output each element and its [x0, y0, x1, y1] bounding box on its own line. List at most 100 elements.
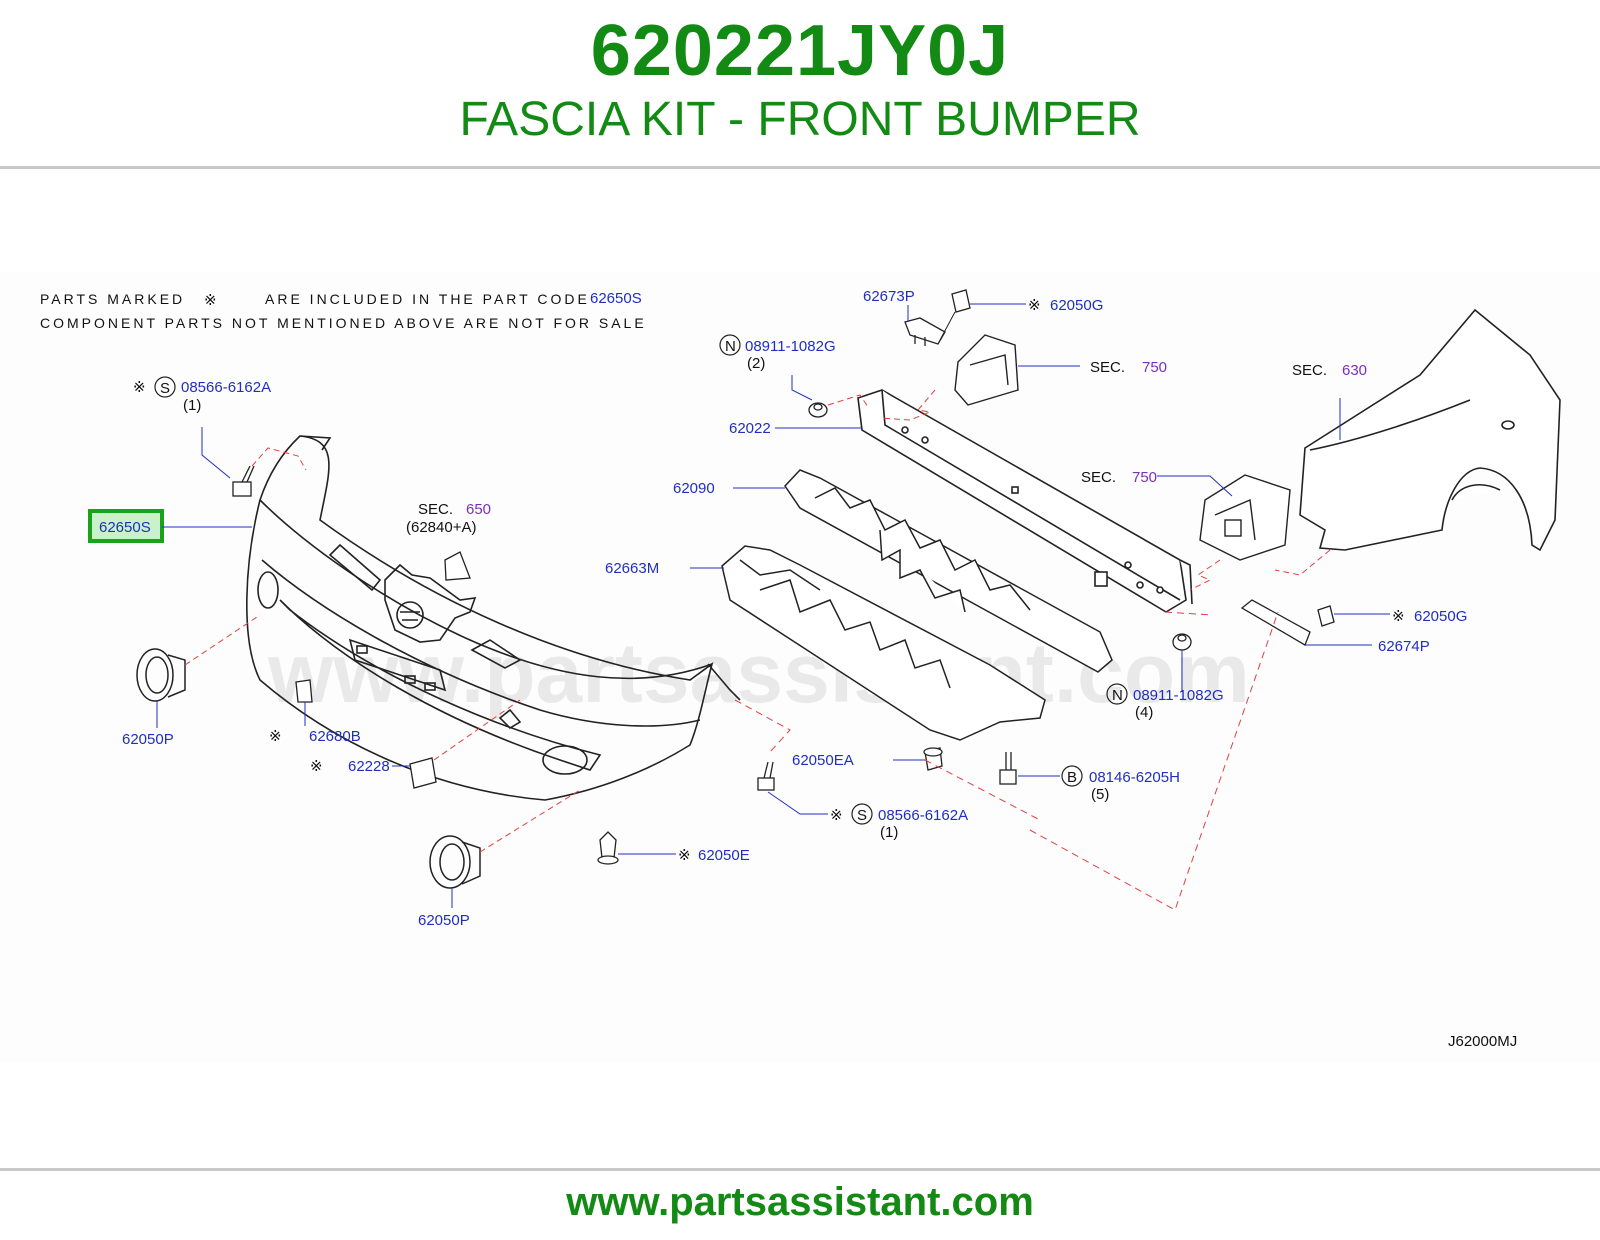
kit-mark-icon: ※ — [269, 728, 282, 745]
fog-lamp-ring-icon — [136, 648, 186, 702]
part-number-title: 620221JY0J — [590, 11, 1010, 91]
note-code-link[interactable]: 62650S — [590, 290, 642, 307]
side-bracket-drawing — [1199, 474, 1291, 561]
note-line2: COMPONENT PARTS NOT MENTIONED ABOVE ARE … — [40, 315, 647, 331]
parts-diagram: www.partsassistant.com PARTS MARKED ※ AR… — [40, 288, 1561, 1050]
part-label-62228[interactable]: 62228 — [348, 758, 390, 775]
kit-mark-icon: ※ — [133, 379, 146, 396]
n-symbol-text: N — [1112, 687, 1123, 704]
part-label-62674P[interactable]: 62674P — [1378, 638, 1430, 655]
part-label-08911-top[interactable]: 08911-1082G — [745, 338, 836, 355]
sec-630-label: SEC. — [1292, 362, 1327, 379]
note-line1-a: PARTS MARKED — [40, 291, 185, 307]
highlight-box-62650S[interactable] — [88, 509, 164, 543]
s-symbol-text: S — [857, 807, 867, 824]
dashed-leader — [251, 447, 307, 471]
bracket-icon — [444, 551, 471, 581]
dashed-leader — [1274, 549, 1331, 576]
dashed-leader — [734, 699, 791, 753]
part-label-62050G-top[interactable]: 62050G — [1050, 297, 1103, 314]
clip-icon — [1317, 605, 1335, 627]
dashed-leader — [924, 759, 1041, 821]
sec-750-b-number[interactable]: 750 — [1132, 469, 1157, 486]
part-label-62050E[interactable]: 62050E — [698, 847, 750, 864]
diagram-panel: www.partsassistant.com PARTS MARKED ※ AR… — [0, 272, 1600, 1062]
part-label-62650S[interactable]: 62650S — [99, 519, 151, 536]
dashed-leader — [184, 614, 261, 666]
sec-750-a-label: SEC. — [1090, 359, 1125, 376]
part-description-subtitle: FASCIA KIT - FRONT BUMPER — [459, 93, 1141, 146]
push-clip-icon — [597, 831, 619, 865]
footer-website-link[interactable]: www.partsassistant.com — [566, 1180, 1034, 1224]
qty-08911-bottom: (4) — [1135, 704, 1153, 721]
dashed-leader — [1164, 611, 1213, 616]
kit-mark-icon: ※ — [830, 807, 843, 824]
b-symbol-icon — [1061, 765, 1083, 787]
sec-750-b-label: SEC. — [1081, 469, 1116, 486]
nut-icon — [808, 402, 828, 418]
part-label-62673P[interactable]: 62673P — [863, 288, 915, 305]
part-label-62663M[interactable]: 62663M — [605, 560, 659, 577]
diagram-code: J62000MJ — [1448, 1033, 1517, 1050]
s-symbol-icon — [154, 376, 176, 398]
dashed-leader — [479, 789, 581, 853]
front-fender-drawing — [1299, 308, 1561, 552]
bumper-fascia-drawing — [246, 435, 741, 801]
qty-08146: (5) — [1091, 786, 1109, 803]
kit-mark-icon: ※ — [1392, 608, 1405, 625]
bumper-reinforcement-beam-drawing — [857, 389, 1193, 613]
n-symbol-icon — [1106, 683, 1128, 705]
sec-650-label: SEC. — [418, 501, 453, 518]
note-line1-b: ARE INCLUDED IN THE PART CODE — [265, 291, 590, 307]
part-label-62050P-bottom[interactable]: 62050P — [418, 912, 470, 929]
part-label-62050G-right[interactable]: 62050G — [1414, 608, 1467, 625]
bolt-icon — [999, 752, 1017, 785]
kit-mark-icon: ※ — [204, 292, 217, 309]
page-header: 620221JY0J FASCIA KIT - FRONT BUMPER — [0, 0, 1600, 168]
push-clip-icon — [923, 747, 943, 771]
side-retainer-icon — [1240, 599, 1311, 646]
sec-650-sub: (62840+A) — [406, 519, 476, 536]
qty-08566-bottom: (1) — [880, 824, 898, 841]
dashed-leader — [1029, 611, 1279, 911]
footer-divider — [0, 1168, 1600, 1171]
b-symbol-text: B — [1067, 769, 1077, 786]
n-symbol-icon — [719, 334, 741, 356]
side-bracket-drawing — [954, 334, 1019, 406]
header-divider — [0, 166, 1600, 169]
qty-08566-top: (1) — [183, 397, 201, 414]
fog-lamp-ring-icon — [429, 835, 481, 889]
part-label-08146[interactable]: 08146-6205H — [1089, 769, 1180, 786]
part-label-62090[interactable]: 62090 — [673, 480, 715, 497]
dashed-leader — [433, 699, 521, 761]
dashed-leader — [827, 394, 869, 408]
leader-08566-top — [201, 427, 231, 479]
leader-08911-top — [791, 375, 813, 401]
bolt-icon — [232, 465, 255, 497]
sec-650-number[interactable]: 650 — [466, 501, 491, 518]
clip-icon — [951, 289, 971, 313]
leader-sec-750-b — [1157, 475, 1233, 497]
lower-deflector-drawing — [721, 545, 1046, 741]
sec-630-number[interactable]: 630 — [1342, 362, 1367, 379]
part-label-08566-top[interactable]: 08566-6162A — [181, 379, 271, 396]
sec-750-a-number[interactable]: 750 — [1142, 359, 1167, 376]
part-label-62680B[interactable]: 62680B — [309, 728, 361, 745]
part-label-08566-bottom[interactable]: 08566-6162A — [878, 807, 968, 824]
dashed-leader — [939, 311, 956, 341]
nut-icon — [1172, 633, 1192, 651]
n-symbol-text: N — [725, 338, 736, 355]
part-label-62050EA[interactable]: 62050EA — [792, 752, 854, 769]
part-label-62050P-left[interactable]: 62050P — [122, 731, 174, 748]
qty-08911-top: (2) — [747, 355, 765, 372]
bumper-bracket-icon — [904, 317, 946, 346]
leader-08566-bottom — [767, 791, 828, 815]
dashed-leader — [1189, 559, 1221, 591]
s-symbol-icon — [851, 803, 873, 825]
energy-absorber-drawing — [784, 469, 1113, 673]
s-symbol-text: S — [160, 380, 170, 397]
kit-mark-icon: ※ — [678, 847, 691, 864]
part-label-08911-bottom[interactable]: 08911-1082G — [1133, 687, 1224, 704]
bolt-icon — [757, 761, 775, 791]
part-label-62022[interactable]: 62022 — [729, 420, 771, 437]
